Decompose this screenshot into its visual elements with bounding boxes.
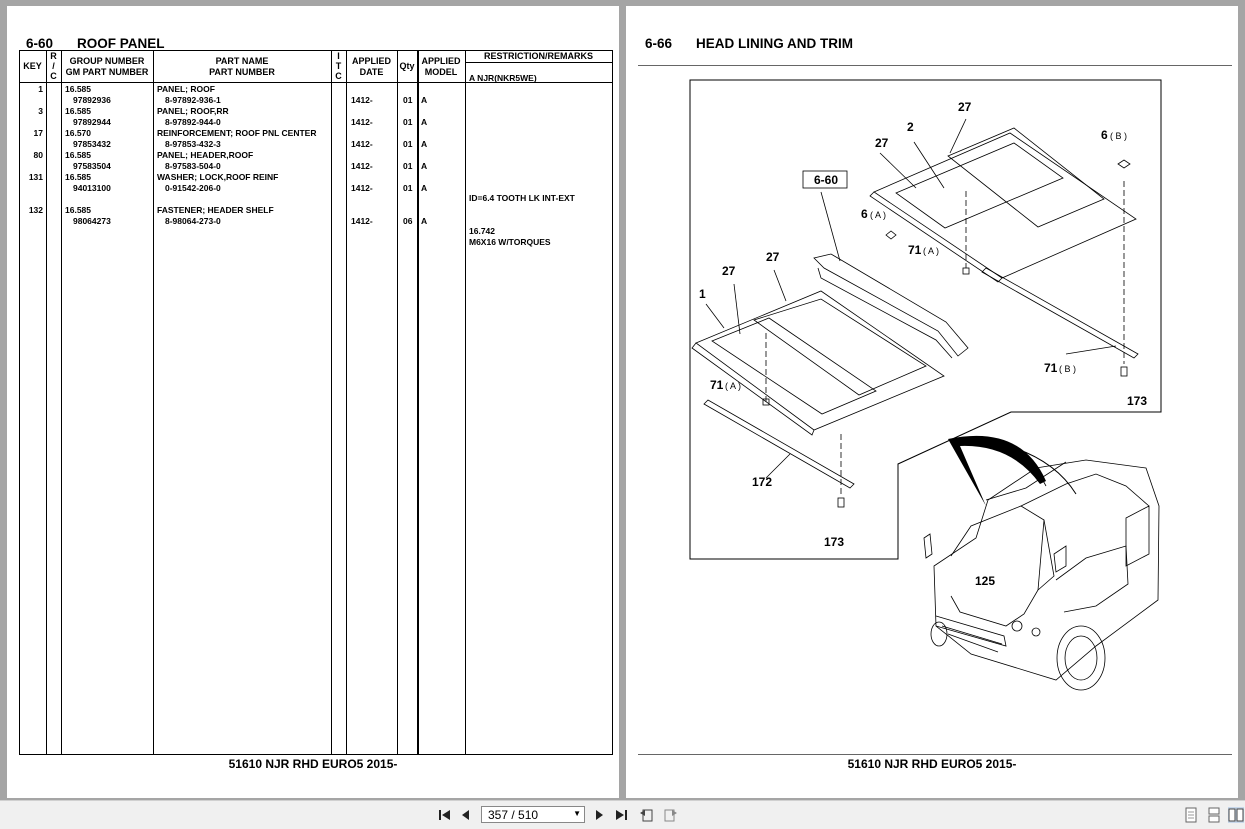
callout-71a-top: 71 [908,243,922,257]
callout-173: 173 [824,535,844,549]
callout-71b: 71 [1044,361,1058,375]
page-footer: 51610 NJR RHD EURO5 2015- [228,757,398,771]
page-number-input[interactable]: 357 / 510 ▼ [481,806,585,823]
callout-172: 172 [752,475,772,489]
reference-box-label: 6-60 [814,173,838,187]
callout-71b-suffix: ( B ) [1059,364,1076,374]
callout-6a-suffix: ( A ) [870,210,886,220]
header-key: KEY [23,61,42,71]
section-number: 6-60 [26,36,54,51]
facing-pages-view-button[interactable] [1228,807,1244,823]
single-page-icon [1185,807,1197,823]
callout-1: 1 [699,287,706,301]
single-page-view-button[interactable] [1184,807,1198,823]
facing-pages-icon [1228,807,1244,823]
callout-6b: 6 [1101,128,1108,142]
header-remarks: RESTRICTION/REMARKS [483,51,593,61]
assembly-arrow [948,435,1046,506]
history-back-icon [640,809,653,822]
history-forward-icon [664,809,677,822]
navigation-toolbar: 357 / 510 ▼ [0,800,1245,829]
callout-71a-top-suffix: ( A ) [923,246,939,256]
history-forward-button[interactable] [662,806,678,824]
section-title: HEAD LINING AND TRIM [696,36,853,51]
last-page-button[interactable] [613,806,629,824]
section-title: ROOF PANEL [77,36,165,51]
history-back-button[interactable] [639,806,655,824]
continuous-page-icon [1208,807,1220,823]
section-number: 6-66 [645,36,673,51]
page-number-text: 357 / 510 [488,807,539,822]
callout-71a-bottom: 71 [710,378,724,392]
callout-27: 27 [875,136,889,150]
callout-27: 27 [722,264,736,278]
callout-173: 173 [1127,394,1147,408]
header-qty: Qty [399,61,415,71]
next-page-icon [596,810,603,820]
header-remarks-model: A NJR(NKR5WE) [469,73,537,83]
callout-6a: 6 [861,207,868,221]
prev-page-button[interactable] [458,806,474,824]
first-page-icon [439,810,450,820]
callout-27: 27 [766,250,780,264]
next-page-button[interactable] [591,806,607,824]
continuous-view-button[interactable] [1207,807,1221,823]
first-page-button[interactable] [437,806,453,824]
chevron-down-icon[interactable]: ▼ [573,809,581,818]
right-page: 6-66 HEAD LINING AND TRIM [626,6,1238,798]
page-footer: 51610 NJR RHD EURO5 2015- [847,757,1017,771]
callout-125: 125 [975,574,995,588]
prev-page-icon [462,810,469,820]
callout-27: 27 [958,100,972,114]
last-page-icon [616,810,627,820]
header-rc: R/C [50,51,57,81]
callout-2: 2 [907,120,914,134]
callout-6b-suffix: ( B ) [1110,131,1127,141]
parts-diagram: 27 2 27 6 ( B ) 6-60 6 ( A ) 71 ( A ) 27… [689,79,1162,691]
callout-71a-bottom-suffix: ( A ) [725,381,741,391]
